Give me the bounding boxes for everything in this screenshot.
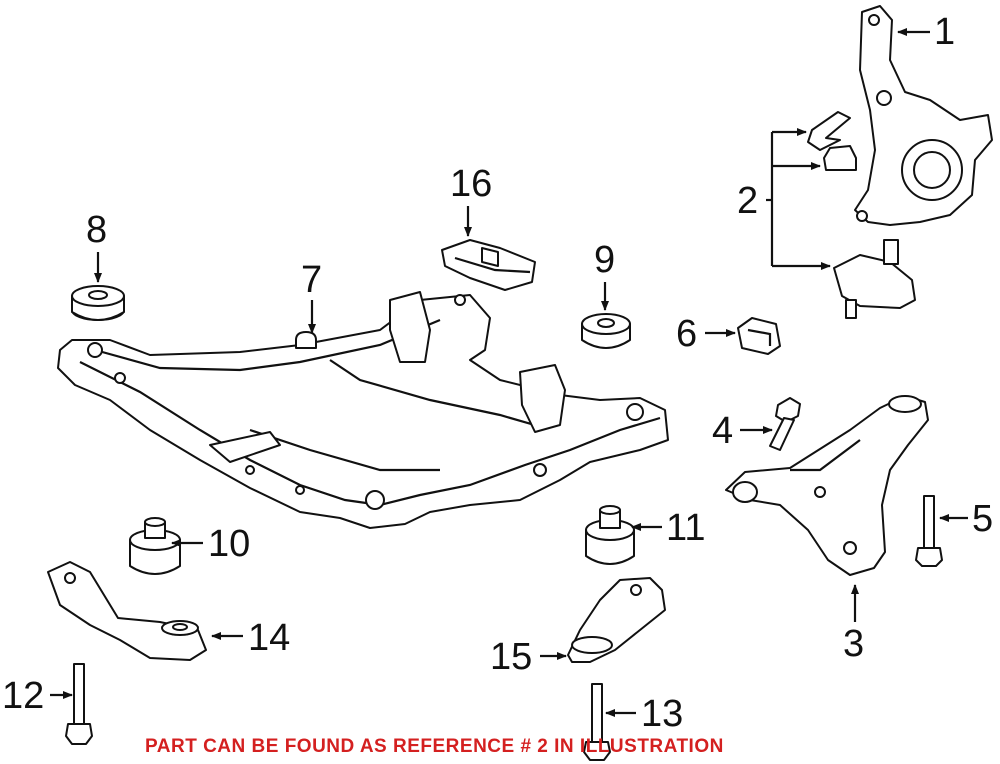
callout-7: 7 (301, 259, 322, 301)
part-5-bolt (915, 495, 943, 567)
callout-9: 9 (594, 239, 615, 281)
callout-5: 5 (972, 498, 993, 540)
callout-10: 10 (208, 523, 250, 565)
part-6-bushing-clamp (737, 317, 781, 355)
part-3-lower-control-arm (725, 395, 929, 576)
part-8-bushing (71, 285, 125, 321)
callout-8: 8 (86, 209, 107, 251)
part-14-bracket (47, 561, 207, 661)
part-1-steering-knuckle (854, 5, 993, 226)
part-4-bolt (769, 397, 801, 451)
part-16-bracket (441, 239, 536, 291)
reference-note: PART CAN BE FOUND AS REFERENCE # 2 IN IL… (145, 736, 724, 757)
leader-lines (50, 28, 968, 717)
callout-4: 4 (712, 410, 733, 452)
crossmember-stopper (295, 331, 317, 349)
part-11-bushing (585, 505, 635, 565)
part-10-bushing (129, 517, 181, 575)
callout-11: 11 (666, 507, 705, 549)
callout-14: 14 (248, 617, 290, 659)
callout-3: 3 (843, 623, 864, 665)
callout-6: 6 (676, 313, 697, 355)
callout-15: 15 (490, 636, 532, 678)
part-15-bracket (567, 577, 666, 663)
callout-12: 12 (2, 675, 44, 717)
part-9-bushing (581, 313, 631, 349)
part-2-ball-joint-kit (807, 111, 916, 319)
callout-16: 16 (450, 163, 492, 205)
callout-numbers: 1 2 3 4 5 6 7 8 9 10 11 12 13 14 15 16 (2, 11, 993, 735)
part-12-bolt (65, 663, 93, 745)
callout-1: 1 (934, 11, 955, 53)
front-crossmember (57, 291, 669, 529)
callout-13: 13 (641, 693, 683, 735)
callout-2: 2 (737, 180, 758, 222)
part-13-bolt (583, 683, 611, 761)
